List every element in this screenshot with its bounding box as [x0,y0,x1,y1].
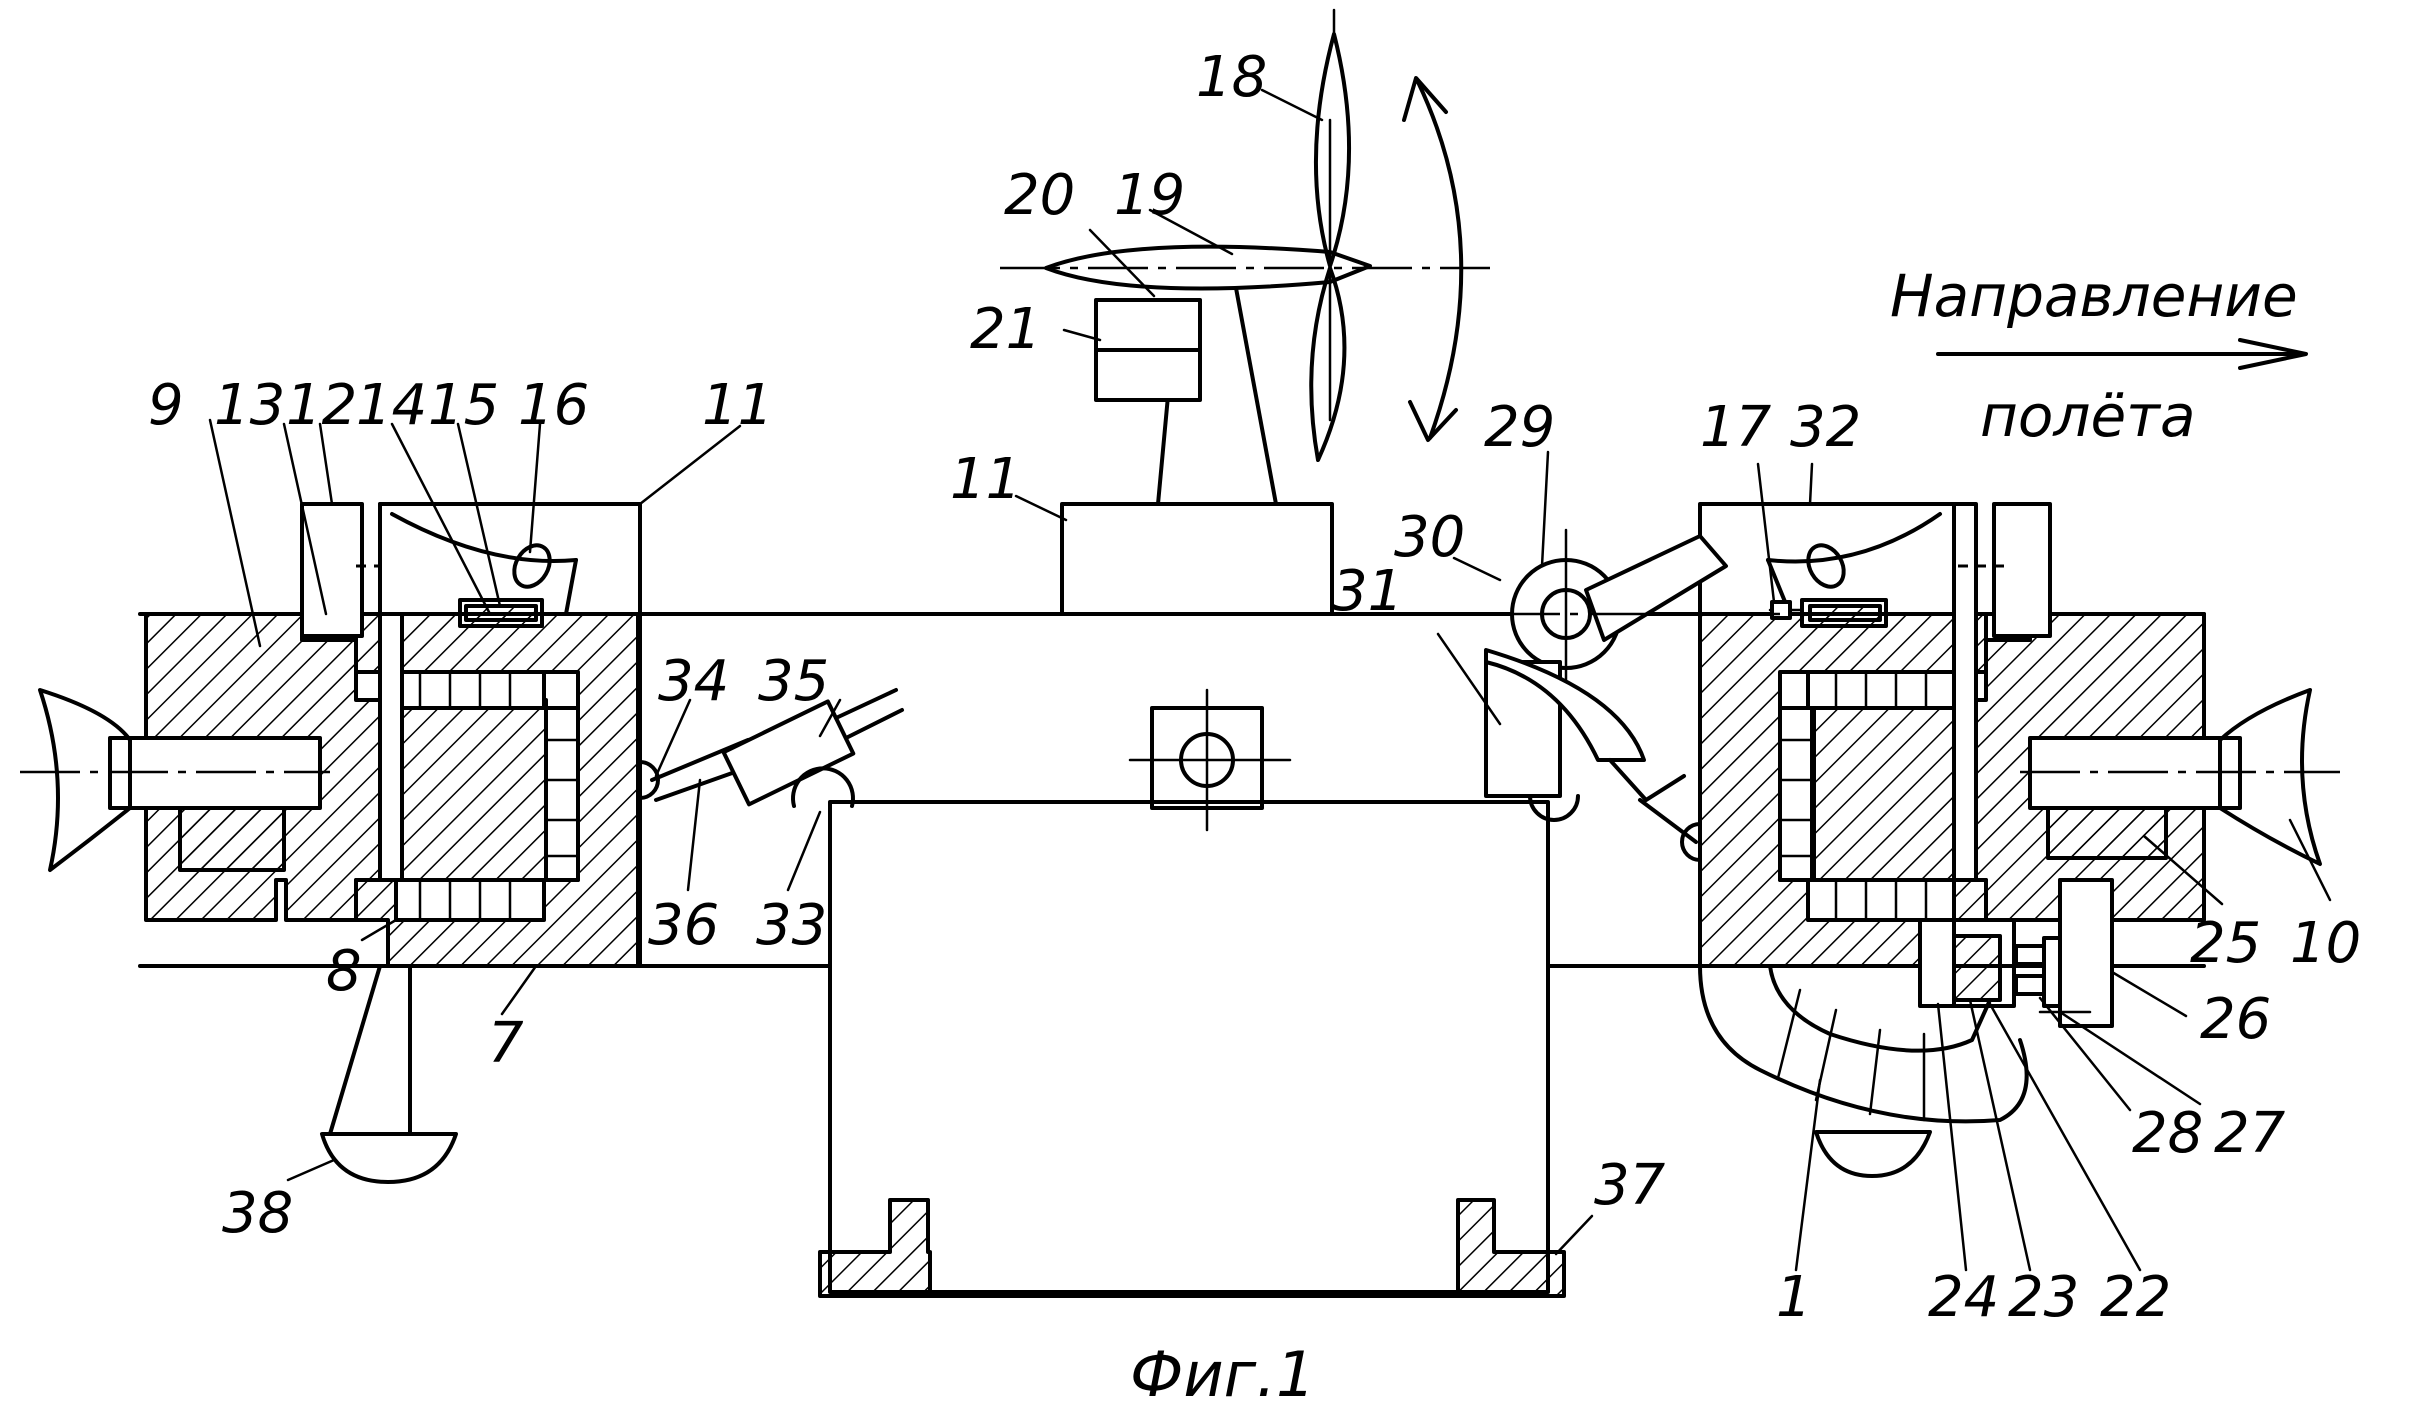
callout-30: 30 [1394,505,1465,570]
callout-14: 14 [356,373,427,438]
support-feet [820,1200,1564,1296]
callout-31: 31 [1332,559,1403,624]
callout-21: 21 [970,297,1041,362]
callout-36: 36 [648,893,719,958]
propeller-blades [1311,10,1349,460]
figure-caption: Фиг.1 [1130,1338,1315,1411]
callout-13: 13 [214,373,285,438]
callout-8: 8 [326,939,362,1004]
tilt-arrow [1404,78,1461,440]
callout-25: 25 [2190,911,2261,976]
callout-27: 27 [2214,1101,2286,1166]
callout-24: 24 [1928,1265,1999,1330]
callout-18: 18 [1196,45,1267,110]
callout-37: 37 [1594,1153,1666,1218]
callout-17: 17 [1700,395,1772,460]
callout-11-center: 11 [950,447,1021,512]
callout-32: 32 [1790,395,1861,460]
callout-33: 33 [756,893,827,958]
callout-35: 35 [758,649,829,714]
callout-7: 7 [488,1011,524,1076]
callout-19: 19 [1114,163,1185,228]
callout-15: 15 [428,373,499,438]
callout-10: 10 [2290,911,2361,976]
callout-1: 1 [1776,1265,1812,1330]
callout-20: 20 [1004,163,1075,228]
right-assembly [1486,504,2340,1176]
callout-22: 22 [2100,1265,2171,1330]
direction-line1: Направление [1890,262,2298,330]
callout-38: 38 [222,1181,293,1246]
callout-9: 9 [148,373,184,438]
flight-direction: Направление полёта [1890,262,2306,450]
callout-11-left: 11 [702,373,773,438]
left-assembly [20,504,640,1182]
central-housing [830,690,1548,1292]
callout-28: 28 [2132,1101,2203,1166]
callout-34: 34 [658,649,729,714]
callout-23: 23 [2008,1265,2079,1330]
callout-16: 16 [518,373,589,438]
callout-26: 26 [2200,987,2271,1052]
callout-12: 12 [286,373,357,438]
callout-29: 29 [1484,395,1555,460]
direction-line2: полёта [1980,382,2196,450]
